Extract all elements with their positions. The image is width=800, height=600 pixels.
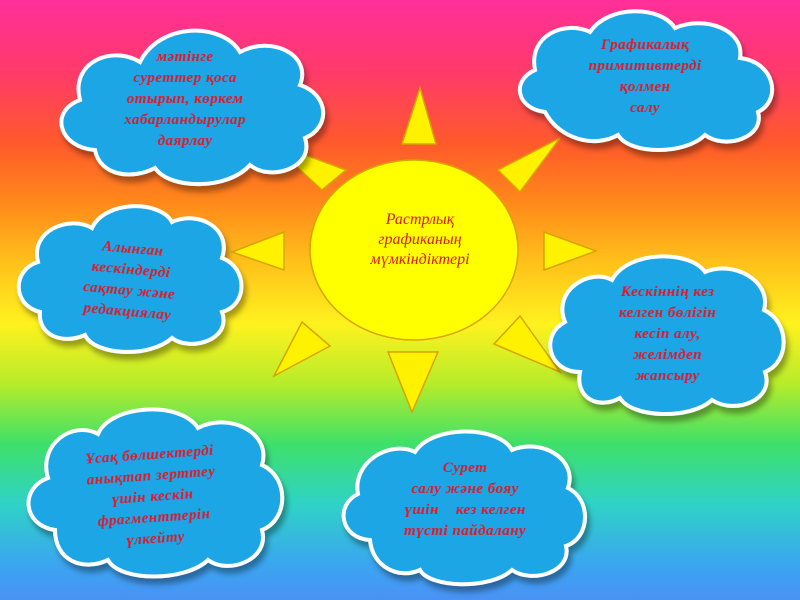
ray-top-right	[496, 137, 561, 194]
ray-bottom	[386, 351, 440, 414]
cloud-label-line: желімдеп	[633, 347, 702, 363]
cloud-label-line: Сурет	[442, 460, 488, 476]
sun-center	[309, 159, 519, 341]
ray-bottom-right	[492, 314, 563, 374]
center-title: Растрлық графиканың мүмкіндіктері	[340, 210, 500, 270]
cloud-label-line: түсті пайдалану	[403, 523, 527, 539]
cloud-label-line: Графикалық	[600, 37, 690, 53]
ray-left	[229, 230, 285, 272]
cloud-label-line: отырып, көркем	[126, 90, 244, 107]
cloud-label-mid-right: Кескіннің кез келген бөлігін кесіп алу, …	[575, 272, 760, 397]
cloud-label-line: даярлау	[157, 132, 213, 149]
center-title-line: графиканың	[378, 231, 462, 248]
ray-top	[400, 85, 437, 145]
center-title-line: Растрлық	[385, 211, 455, 228]
cloud-label-line: мәтінге	[156, 48, 214, 65]
cloud-label-bottom-left: Ұсақ бөлшектерді анықтап зерттеу үшін ке…	[46, 425, 260, 569]
cloud-bottom-left	[26, 407, 285, 579]
cloud-label-line: Кескіннің кез	[620, 284, 715, 300]
cloud-top-left	[59, 28, 326, 187]
sun-rays	[229, 85, 599, 414]
cloud-label-line: примитивтерді	[588, 58, 702, 74]
cloud-bottom-right	[341, 429, 587, 587]
cloud-label-line: қолмен	[619, 79, 671, 95]
cloud-label-line: салу және бояу	[411, 481, 519, 497]
cloud-label-line: келген бөлігін	[618, 305, 717, 321]
center-title-line: мүмкіндіктері	[370, 251, 470, 268]
cloud-mid-right	[548, 254, 786, 417]
cloud-label-line: салу	[630, 100, 660, 116]
cloud-label-top-left: мәтінге суреттер қоса отырып, көркем хаб…	[80, 34, 290, 164]
cloud-label-top-right: Графикалық примитивтерді қолмен салу	[545, 22, 745, 132]
cloud-label-line: кесіп алу,	[634, 326, 701, 342]
cloud-label-line: суреттер қоса	[133, 69, 237, 86]
cloud-label-line: хабарландырулар	[124, 111, 246, 128]
cloud-mid-left	[16, 204, 244, 354]
cloud-label-mid-left: Алынған кескіндерді сақтау және редакция…	[36, 218, 225, 343]
cloud-label-line: үшін кез келген	[404, 502, 526, 518]
cloud-label-line: жапсыру	[635, 368, 700, 384]
ray-bottom-left	[272, 320, 332, 378]
ray-right	[543, 230, 599, 272]
cloud-label-bottom-right: Сурет салу және бояу үшін кез келген түс…	[365, 450, 565, 550]
cloud-top-right	[517, 9, 775, 152]
cloud-label-line: үлкейту	[125, 528, 186, 549]
